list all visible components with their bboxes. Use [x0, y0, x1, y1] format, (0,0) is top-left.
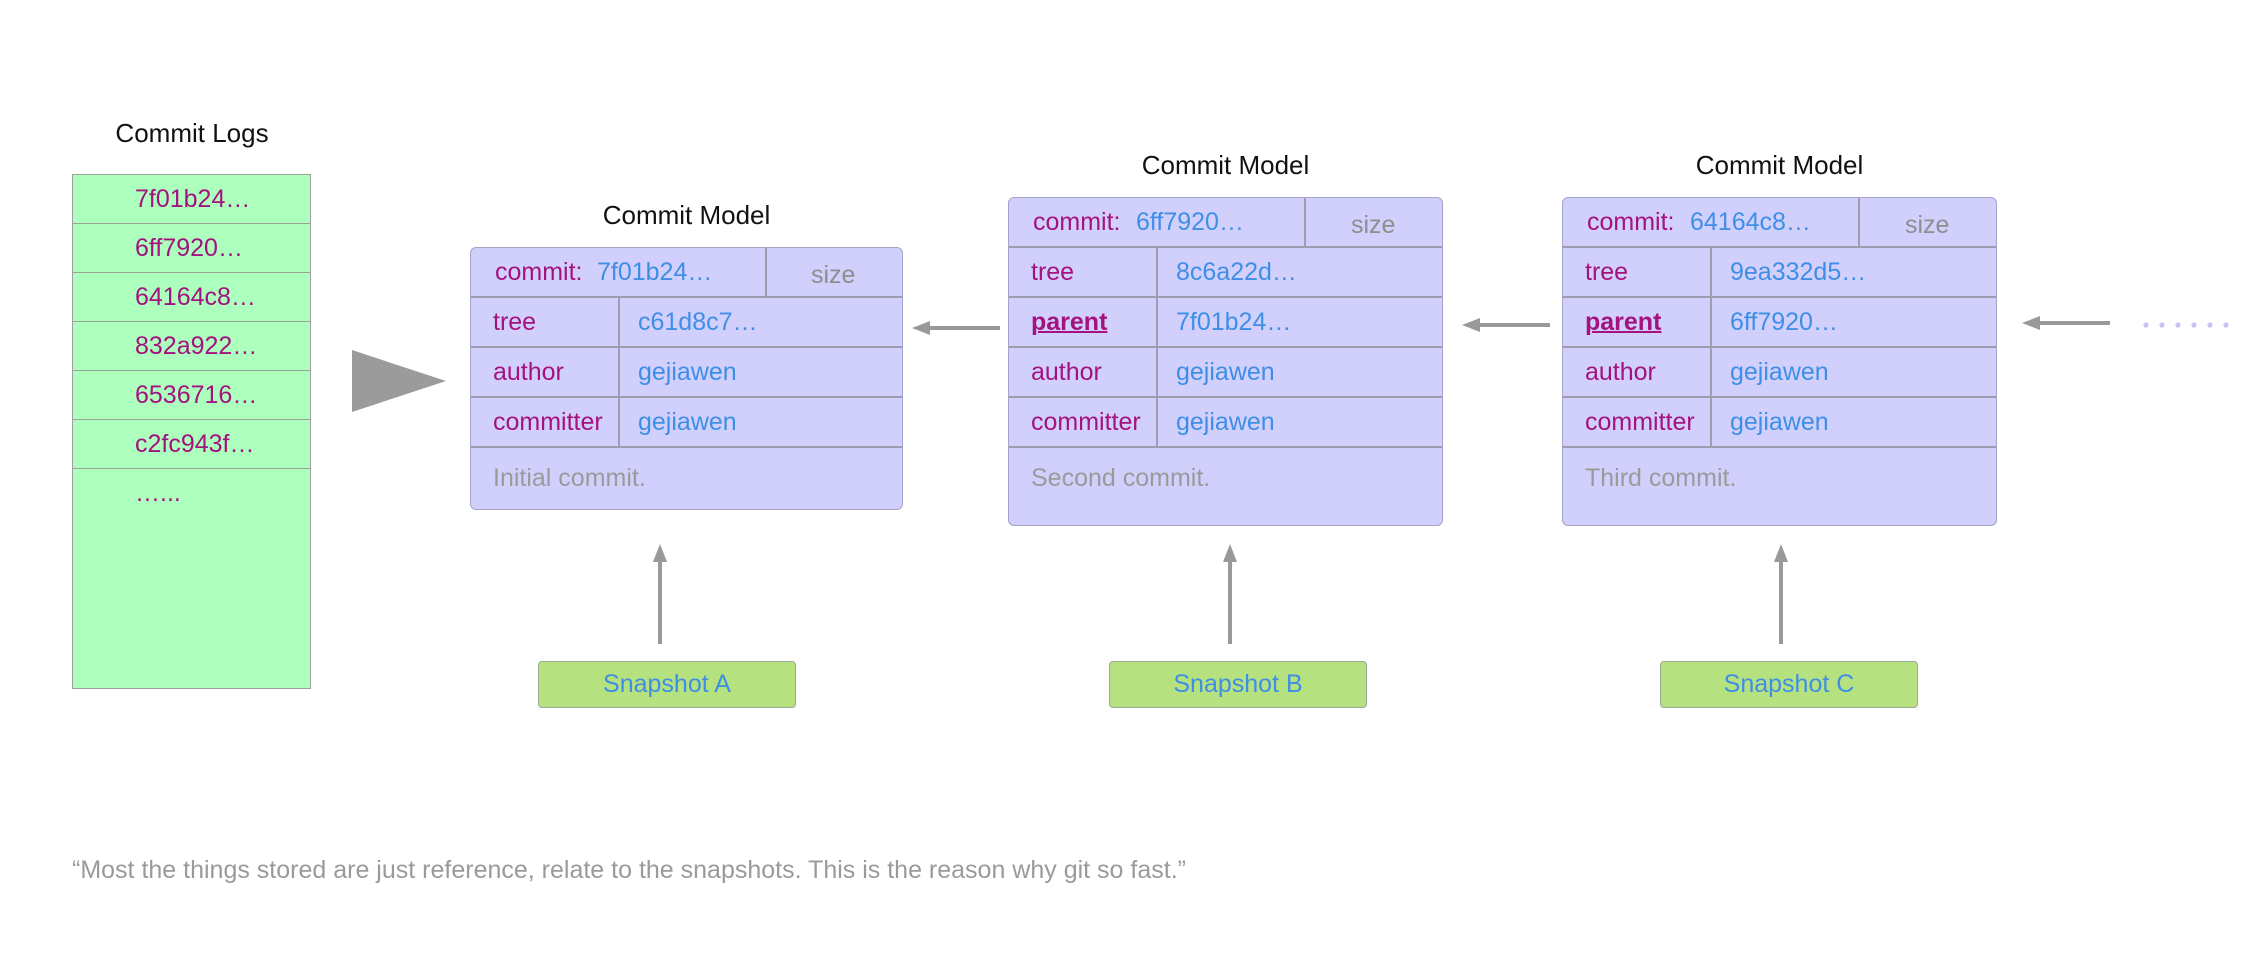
- divider: [1710, 298, 1712, 348]
- committer-value: gejiawen: [638, 408, 737, 436]
- tree-hash[interactable]: 9ea332d5…: [1730, 258, 1867, 286]
- divider: [1156, 298, 1158, 348]
- divider: [618, 398, 620, 448]
- commit-log-entry[interactable]: 6ff7920…: [73, 224, 310, 273]
- commit-message: Second commit.: [1031, 464, 1211, 492]
- tree-hash[interactable]: c61d8c7…: [638, 308, 758, 336]
- more-commits-ellipsis-icon: [2143, 322, 2229, 328]
- committer-label: committer: [493, 408, 603, 436]
- parent-hash[interactable]: 6ff7920…: [1730, 308, 1838, 336]
- divider: [1563, 446, 1996, 448]
- commit-label: commit:: [1033, 208, 1121, 236]
- committer-label: committer: [1031, 408, 1141, 436]
- parent-link[interactable]: parent: [1585, 308, 1662, 336]
- tree-label: tree: [1031, 258, 1075, 286]
- divider: [1563, 296, 1996, 298]
- divider: [1710, 398, 1712, 448]
- divider: [1156, 248, 1158, 298]
- size-label: size: [811, 261, 856, 289]
- commit-model-a: commit: 7f01b24… size tree c61d8c7… auth…: [470, 247, 903, 510]
- parent-link[interactable]: parent: [1031, 308, 1108, 336]
- divider: [1009, 446, 1442, 448]
- commit-model-b-title: Commit Model: [1141, 150, 1310, 180]
- commit-logs-title: Commit Logs: [115, 118, 269, 148]
- commit-label: commit:: [1587, 208, 1675, 236]
- divider: [1009, 346, 1442, 348]
- tree-label: tree: [1585, 258, 1629, 286]
- divider: [618, 348, 620, 398]
- commit-model-c-title: Commit Model: [1695, 150, 1864, 180]
- parent-arrow-c-to-b: [1462, 318, 1550, 332]
- footer-quote: “Most the things stored are just referen…: [72, 856, 1186, 884]
- parent-arrow-next-to-c: [2022, 316, 2110, 330]
- divider: [1563, 346, 1996, 348]
- snapshot-a-arrow: [653, 544, 667, 644]
- divider: [1563, 396, 1996, 398]
- commit-log-entry[interactable]: 6536716…: [73, 371, 310, 420]
- tree-hash[interactable]: 8c6a22d…: [1176, 258, 1297, 286]
- commit-log-entry[interactable]: 64164c8…: [73, 273, 310, 322]
- author-label: author: [1585, 358, 1656, 386]
- author-label: author: [493, 358, 564, 386]
- divider: [765, 248, 767, 298]
- commit-log-entry[interactable]: 832a922…: [73, 322, 310, 371]
- author-value: gejiawen: [638, 358, 737, 386]
- author-value: gejiawen: [1176, 358, 1275, 386]
- commit-message: Third commit.: [1585, 464, 1737, 492]
- snapshot-c[interactable]: Snapshot C: [1660, 661, 1918, 708]
- commit-model-a-title: Commit Model: [602, 200, 771, 230]
- divider: [471, 296, 902, 298]
- divider: [1304, 198, 1306, 248]
- committer-value: gejiawen: [1176, 408, 1275, 436]
- commit-model-b: commit: 6ff7920… size tree 8c6a22d… pare…: [1008, 197, 1443, 526]
- author-value: gejiawen: [1730, 358, 1829, 386]
- committer-label: committer: [1585, 408, 1695, 436]
- divider: [1009, 246, 1442, 248]
- divider: [471, 446, 902, 448]
- commit-log-entry[interactable]: 7f01b24…: [73, 175, 310, 224]
- commit-hash[interactable]: 64164c8…: [1690, 208, 1811, 236]
- divider: [618, 298, 620, 348]
- pointer-triangle-icon: [352, 350, 446, 412]
- commit-logs-list: 7f01b24… 6ff7920… 64164c8… 832a922… 6536…: [72, 174, 311, 689]
- commit-hash[interactable]: 6ff7920…: [1136, 208, 1244, 236]
- commit-model-c: commit: 64164c8… size tree 9ea332d5… par…: [1562, 197, 1997, 526]
- parent-arrow-b-to-a: [912, 321, 1000, 335]
- divider: [471, 396, 902, 398]
- snapshot-b[interactable]: Snapshot B: [1109, 661, 1367, 708]
- parent-hash[interactable]: 7f01b24…: [1176, 308, 1292, 336]
- author-label: author: [1031, 358, 1102, 386]
- tree-label: tree: [493, 308, 537, 336]
- size-label: size: [1905, 211, 1950, 239]
- divider: [1858, 198, 1860, 248]
- snapshot-b-arrow: [1223, 544, 1237, 644]
- divider: [471, 346, 902, 348]
- divider: [1009, 296, 1442, 298]
- snapshot-a[interactable]: Snapshot A: [538, 661, 796, 708]
- divider: [1156, 348, 1158, 398]
- snapshot-c-arrow: [1774, 544, 1788, 644]
- divider: [1710, 248, 1712, 298]
- commit-hash[interactable]: 7f01b24…: [597, 258, 713, 286]
- size-label: size: [1351, 211, 1396, 239]
- divider: [1563, 246, 1996, 248]
- commit-log-more: …...: [135, 479, 181, 507]
- divider: [1710, 348, 1712, 398]
- commit-log-entry[interactable]: c2fc943f…: [73, 420, 310, 469]
- committer-value: gejiawen: [1730, 408, 1829, 436]
- divider: [1009, 396, 1442, 398]
- divider: [1156, 398, 1158, 448]
- commit-message: Initial commit.: [493, 464, 646, 492]
- commit-label: commit:: [495, 258, 583, 286]
